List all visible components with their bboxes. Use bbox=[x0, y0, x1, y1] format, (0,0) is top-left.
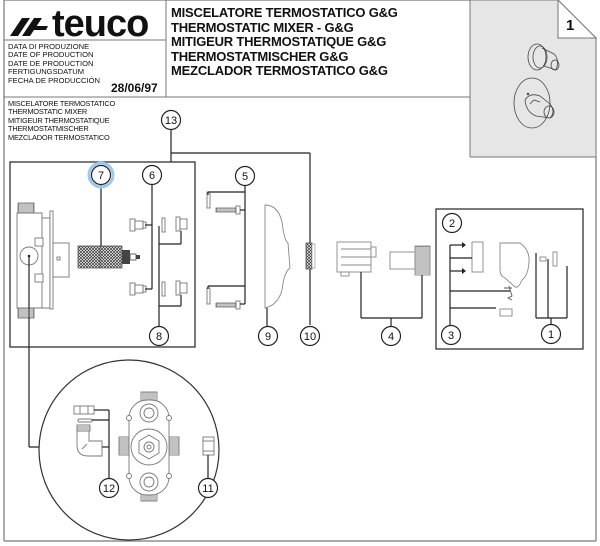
valve-body-side-part bbox=[16, 202, 70, 319]
production-date-labels: DATA DI PRODUZIONE DATE OF PRODUCTION DA… bbox=[8, 42, 100, 85]
callout-10[interactable]: 10 bbox=[299, 325, 321, 347]
page-corner-fold bbox=[557, 0, 598, 39]
mixer-thumbnail-icon bbox=[513, 77, 555, 129]
thumbnail-panel bbox=[470, 0, 598, 158]
production-date-label: FECHA DE PRODUCCIÓN bbox=[8, 75, 100, 85]
page-number: 1 bbox=[566, 17, 575, 34]
check-valve-part bbox=[129, 218, 147, 296]
screw-and-anchor-part bbox=[206, 191, 241, 310]
filter-cap-part bbox=[161, 216, 188, 297]
assembly-label: MITIGEUR THERMOSTATIQUE bbox=[8, 115, 110, 125]
cover-plate-part bbox=[264, 204, 291, 309]
callout-13[interactable]: 13 bbox=[160, 109, 182, 131]
callout-5-leader bbox=[207, 184, 246, 305]
assembly-labels: MISCELATORE TERMOSTATICO THERMOSTATIC MI… bbox=[8, 99, 116, 142]
callout-1-label: 1 bbox=[548, 329, 554, 341]
seal-ring-part bbox=[305, 242, 316, 270]
hex-nut-part bbox=[202, 436, 215, 456]
callout-10-label: 10 bbox=[304, 331, 316, 343]
callout-8[interactable]: 8 bbox=[148, 325, 170, 347]
production-date-label: DATE OF PRODUCTION bbox=[8, 50, 94, 60]
assembly-label: THERMOSTATMISCHER bbox=[8, 124, 89, 134]
brand-name: teuco bbox=[52, 3, 149, 45]
product-title: THERMOSTATIC MIXER - G&G bbox=[171, 19, 354, 35]
callout-4-leader bbox=[360, 272, 423, 326]
product-title: MEZCLADOR TERMOSTATICO G&G bbox=[171, 63, 388, 79]
elbow-fitting-part bbox=[73, 405, 103, 457]
callout-13-label: 13 bbox=[165, 115, 177, 127]
callout-5-label: 5 bbox=[242, 171, 248, 183]
callout-1-leader bbox=[535, 253, 568, 325]
handle-parts bbox=[471, 241, 558, 317]
callout-1[interactable]: 1 bbox=[540, 323, 562, 345]
callout-6-leader bbox=[145, 184, 153, 290]
callout-2-3-leader bbox=[449, 244, 510, 325]
callout-7[interactable]: 7 bbox=[90, 164, 112, 186]
callout-12-leader bbox=[92, 409, 110, 480]
callout-11[interactable]: 11 bbox=[197, 477, 219, 499]
production-date: 28/06/97 bbox=[111, 81, 158, 95]
control-handle-part bbox=[336, 241, 431, 277]
callout-2[interactable]: 2 bbox=[441, 212, 463, 234]
assembly-label: MISCELATORE TERMOSTATICO bbox=[8, 99, 116, 108]
production-date-label: DATA DI PRODUZIONE bbox=[8, 42, 90, 51]
production-date-label: FERTIGUNGSDATUM bbox=[8, 67, 85, 77]
callout-4[interactable]: 4 bbox=[380, 325, 402, 347]
product-title: MISCELATORE TERMOSTATICO G&G bbox=[171, 5, 398, 20]
callout-2-label: 2 bbox=[449, 218, 455, 230]
callout-7-highlight bbox=[87, 161, 115, 189]
callout-11-label: 11 bbox=[202, 483, 213, 495]
callout-5[interactable]: 5 bbox=[234, 165, 256, 187]
thermostatic-cartridge-part bbox=[77, 245, 140, 269]
product-titles: MISCELATORE TERMOSTATICO G&G THERMOSTATI… bbox=[171, 5, 398, 79]
handle-assembly-box bbox=[435, 208, 584, 350]
callout-9[interactable]: 9 bbox=[257, 325, 279, 347]
product-title: MITIGEUR THERMOSTATIQUE G&G bbox=[171, 34, 387, 50]
assembly-label: MEZCLADOR TERMOSTATICO bbox=[8, 132, 110, 142]
callout-13-leader bbox=[170, 130, 311, 325]
callout-6[interactable]: 6 bbox=[141, 164, 163, 186]
callout-6-label: 6 bbox=[149, 170, 155, 182]
teuco-logo-icon bbox=[10, 18, 48, 36]
callout-12-label: 12 bbox=[103, 483, 115, 495]
valve-body-front-part bbox=[118, 391, 180, 502]
callout-9-label: 9 bbox=[265, 331, 271, 343]
callout-3-label: 3 bbox=[448, 330, 454, 342]
callout-8-leader bbox=[158, 226, 182, 326]
product-title: THERMOSTATMISCHER G&G bbox=[171, 48, 349, 64]
callout-8-label: 8 bbox=[156, 331, 162, 343]
callout-3[interactable]: 3 bbox=[440, 324, 462, 346]
callout-7-label: 7 bbox=[98, 170, 104, 182]
callout-4-label: 4 bbox=[388, 331, 394, 343]
knob-thumbnail-icon bbox=[527, 43, 560, 71]
production-date-label: DATE DE PRODUCTION bbox=[8, 58, 94, 68]
callout-12[interactable]: 12 bbox=[98, 477, 120, 499]
assembly-label: THERMOSTATIC MIXER bbox=[8, 107, 88, 117]
